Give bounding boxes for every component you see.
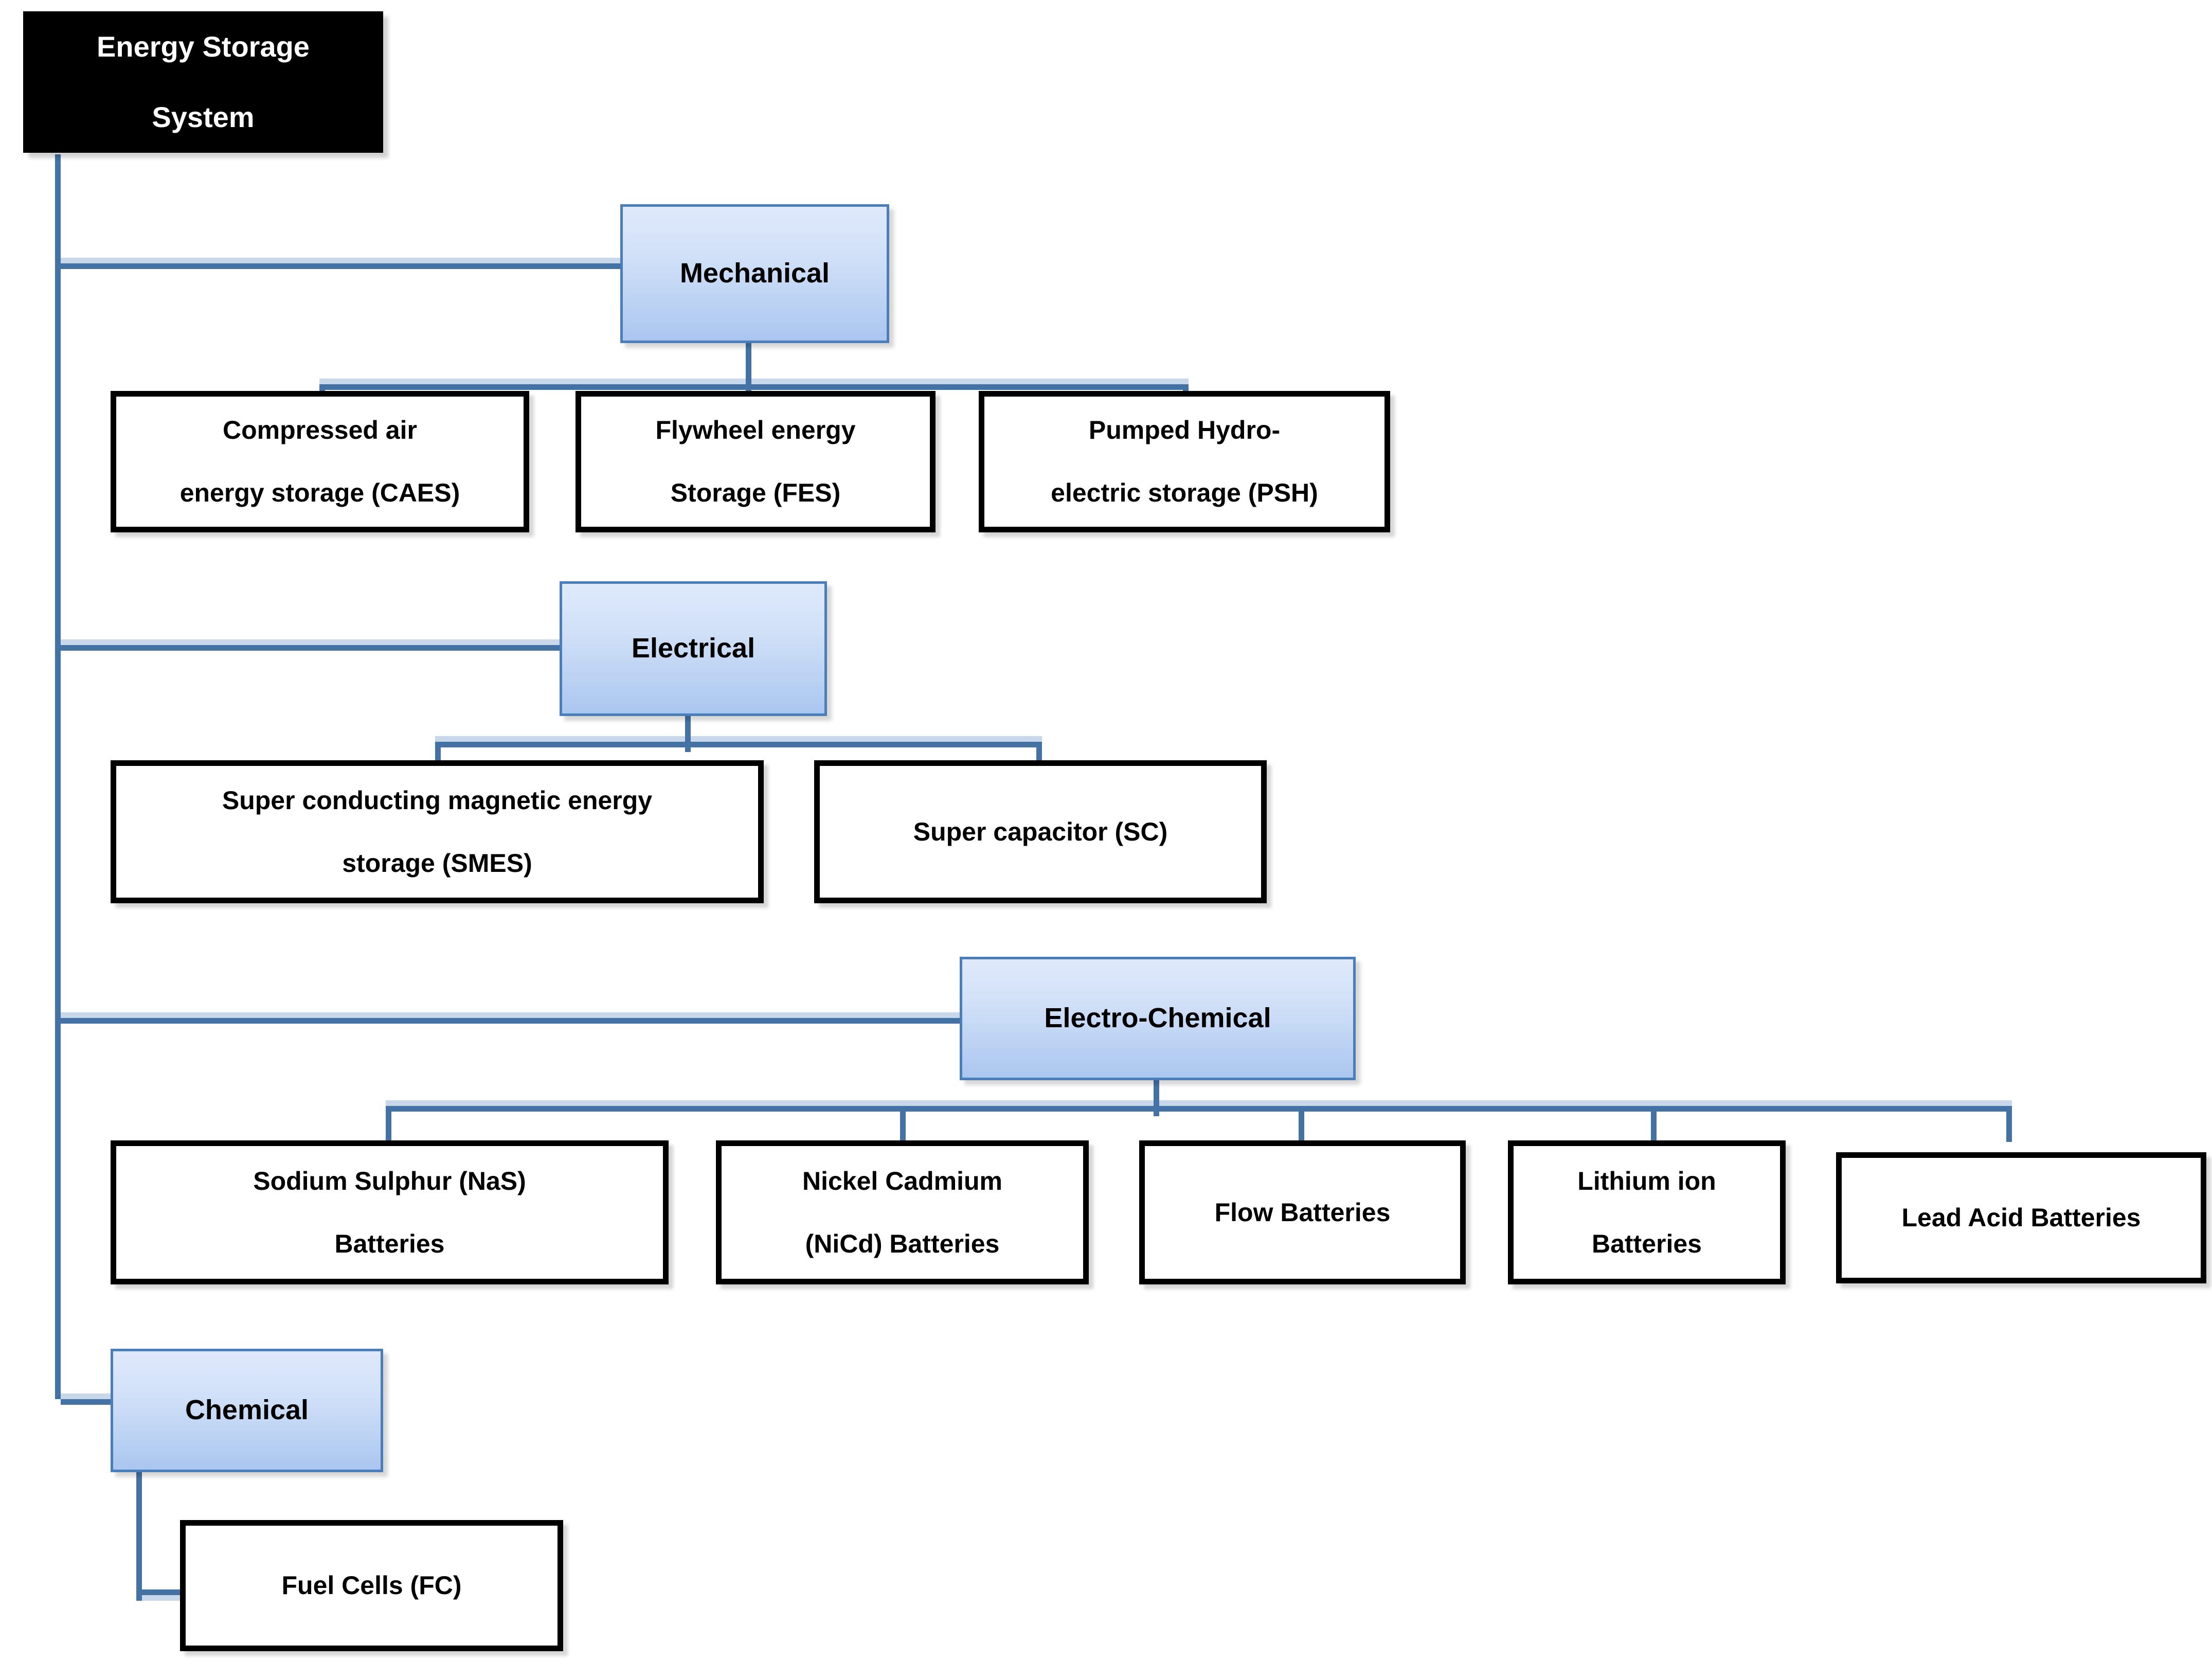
node-category-electrical-label: Electrical bbox=[631, 633, 756, 664]
node-leaf-nicd-label: Nickel Cadmium (NiCd) Batteries bbox=[792, 1166, 1013, 1260]
node-leaf-caes-line1: Compressed air bbox=[223, 416, 417, 444]
connector-chemical-to-fuelcells bbox=[136, 1589, 193, 1595]
node-leaf-fuel-cells-label: Fuel Cells (FC) bbox=[281, 1571, 462, 1600]
node-leaf-fes-line1: Flywheel energy bbox=[655, 416, 856, 444]
connector-mechanical-bus-shadow bbox=[319, 379, 1189, 384]
node-leaf-caes[interactable]: Compressed air energy storage (CAES) bbox=[111, 391, 529, 532]
node-leaf-nas-label: Sodium Sulphur (NaS) Batteries bbox=[243, 1166, 536, 1260]
node-leaf-nicd-line2: (NiCd) Batteries bbox=[805, 1229, 1000, 1258]
node-leaf-psh-line2: electric storage (PSH) bbox=[1051, 478, 1318, 507]
connector-trunk-to-electrical-shadow bbox=[61, 639, 560, 645]
node-leaf-sc[interactable]: Super capacitor (SC) bbox=[814, 760, 1267, 903]
connector-electrical-bus bbox=[435, 742, 1042, 747]
connector-electrochemical-bus-shadow bbox=[386, 1100, 2012, 1106]
node-leaf-nas[interactable]: Sodium Sulphur (NaS) Batteries bbox=[111, 1140, 669, 1284]
node-leaf-liion-line2: Batteries bbox=[1591, 1229, 1702, 1258]
connector-trunk-to-mechanical-shadow bbox=[61, 258, 620, 263]
node-root-label: Energy Storage System bbox=[86, 29, 320, 135]
connector-electrochemical-drop-liion bbox=[1651, 1106, 1657, 1142]
node-category-electro-chemical[interactable]: Electro-Chemical bbox=[960, 957, 1356, 1080]
node-leaf-smes-line1: Super conducting magnetic energy bbox=[222, 785, 653, 815]
connector-electrochemical-drop-leadacid bbox=[2006, 1106, 2012, 1142]
node-leaf-psh[interactable]: Pumped Hydro- electric storage (PSH) bbox=[979, 391, 1390, 532]
node-leaf-psh-line1: Pumped Hydro- bbox=[1088, 416, 1281, 444]
node-leaf-leadacid[interactable]: Lead Acid Batteries bbox=[1836, 1152, 2206, 1283]
node-leaf-nas-line1: Sodium Sulphur (NaS) bbox=[253, 1166, 526, 1195]
node-leaf-smes-label: Super conducting magnetic energy storage… bbox=[212, 785, 662, 879]
node-root-label-line2: System bbox=[152, 100, 255, 133]
connector-trunk-to-chemical-shadow bbox=[61, 1393, 122, 1399]
node-category-electro-chemical-label: Electro-Chemical bbox=[1044, 1003, 1271, 1034]
node-category-chemical-label: Chemical bbox=[185, 1395, 309, 1426]
connector-trunk-vertical bbox=[55, 154, 61, 1399]
connector-electrochemical-drop-nicd bbox=[900, 1106, 906, 1142]
node-leaf-fes-label: Flywheel energy Storage (FES) bbox=[645, 415, 866, 509]
connector-electrical-drop-sc bbox=[1036, 742, 1042, 762]
node-leaf-smes-line2: storage (SMES) bbox=[342, 848, 532, 878]
node-leaf-sc-label: Super capacitor (SC) bbox=[913, 817, 1168, 846]
connector-trunk-to-mechanical bbox=[61, 263, 620, 269]
node-leaf-flow[interactable]: Flow Batteries bbox=[1139, 1140, 1466, 1284]
node-leaf-nas-line2: Batteries bbox=[334, 1229, 445, 1258]
connector-chemical-to-fuelcells-shadow bbox=[136, 1595, 193, 1601]
connector-electrical-bus-shadow bbox=[435, 736, 1042, 742]
connector-electrical-stem bbox=[685, 715, 691, 752]
connector-electrochemical-drop-flow bbox=[1299, 1106, 1304, 1142]
node-leaf-caes-label: Compressed air energy storage (CAES) bbox=[170, 415, 471, 509]
node-leaf-liion-line1: Lithium ion bbox=[1577, 1166, 1716, 1195]
node-leaf-liion[interactable]: Lithium ion Batteries bbox=[1508, 1140, 1786, 1284]
node-category-mechanical[interactable]: Mechanical bbox=[620, 204, 889, 343]
connector-mechanical-bus bbox=[319, 384, 1189, 390]
connector-chemical-stem bbox=[136, 1472, 142, 1601]
node-leaf-leadacid-label: Lead Acid Batteries bbox=[1901, 1203, 2141, 1232]
node-root-energy-storage-system[interactable]: Energy Storage System bbox=[23, 11, 383, 153]
node-leaf-fuel-cells[interactable]: Fuel Cells (FC) bbox=[180, 1520, 563, 1651]
connector-trunk-to-electrochemical bbox=[61, 1018, 960, 1024]
connector-trunk-to-electrical bbox=[61, 645, 560, 651]
node-category-electrical[interactable]: Electrical bbox=[560, 581, 827, 716]
connector-electrochemical-stem bbox=[1154, 1075, 1159, 1116]
node-leaf-fes-line2: Storage (FES) bbox=[670, 478, 841, 507]
connector-trunk-to-chemical bbox=[61, 1399, 122, 1405]
node-leaf-smes[interactable]: Super conducting magnetic energy storage… bbox=[111, 760, 764, 903]
node-root-label-line1: Energy Storage bbox=[97, 30, 310, 63]
node-leaf-flow-label: Flow Batteries bbox=[1214, 1198, 1391, 1227]
node-leaf-fes[interactable]: Flywheel energy Storage (FES) bbox=[576, 391, 936, 532]
node-leaf-psh-label: Pumped Hydro- electric storage (PSH) bbox=[1040, 415, 1328, 509]
connector-electrochemical-bus bbox=[386, 1106, 2012, 1112]
connector-electrochemical-drop-nas bbox=[386, 1106, 391, 1142]
node-leaf-caes-line2: energy storage (CAES) bbox=[179, 478, 460, 507]
node-category-mechanical-label: Mechanical bbox=[679, 258, 830, 289]
connector-trunk-to-electrochemical-shadow bbox=[61, 1012, 960, 1018]
node-category-chemical[interactable]: Chemical bbox=[111, 1349, 383, 1472]
connector-electrical-drop-smes bbox=[435, 742, 441, 762]
node-leaf-nicd-line1: Nickel Cadmium bbox=[802, 1166, 1002, 1195]
node-leaf-liion-label: Lithium ion Batteries bbox=[1567, 1166, 1726, 1260]
node-leaf-nicd[interactable]: Nickel Cadmium (NiCd) Batteries bbox=[716, 1140, 1089, 1284]
connector-mechanical-stem bbox=[746, 342, 751, 384]
